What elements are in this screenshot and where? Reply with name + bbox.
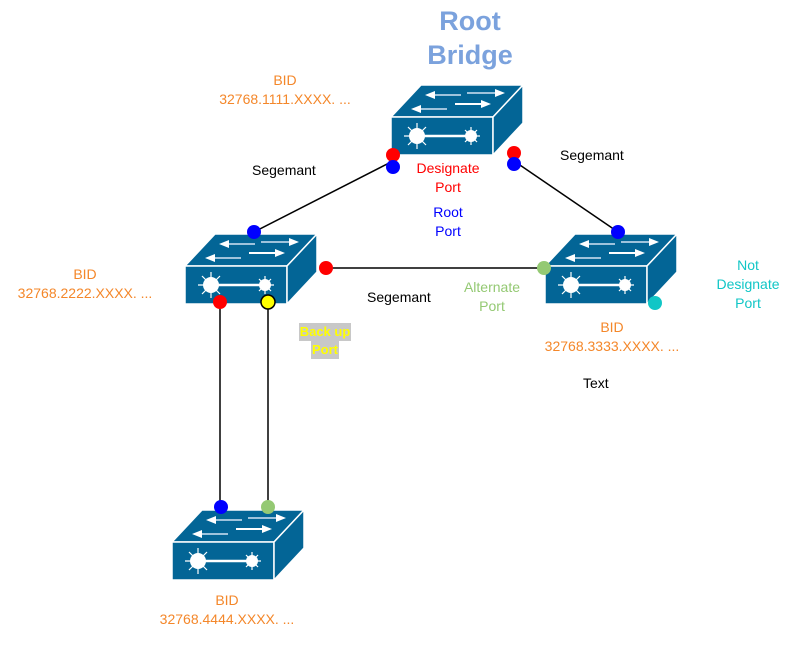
bid-value: 32768.2222.XXXX. ... [17, 285, 153, 301]
alternate-port-label: Alternate Port [452, 278, 532, 316]
designate-port-label: Designate Port [408, 159, 488, 197]
not-designate-line-1: Not [737, 257, 759, 273]
switch-3[interactable] [543, 232, 679, 306]
segment-label-middle: Segemant [367, 289, 431, 305]
not-designate-port-label: Not Designate Port [708, 256, 788, 313]
switch-root-bridge[interactable] [389, 83, 525, 157]
bid-value: 32768.1111.XXXX. ... [219, 91, 351, 107]
port-not-designated-sw3[interactable] [648, 296, 662, 310]
alternate-line-2: Port [479, 298, 505, 314]
port-root-sw4[interactable] [214, 500, 228, 514]
port-designated-sw2-right[interactable] [319, 261, 333, 275]
root-port-line-1: Root [433, 204, 463, 220]
backup-port-label: Back up Port [287, 323, 363, 359]
bid-label: BID [73, 266, 97, 282]
designate-line-2: Port [435, 179, 461, 195]
title-line-1: Root [439, 6, 501, 36]
bid-sw4: BID 32768.4444.XXXX. ... [142, 591, 312, 629]
port-designated-root-left[interactable] [386, 148, 400, 162]
bid-sw3: BID 32768.3333.XXXX. ... [527, 318, 697, 356]
text-placeholder: Text [583, 375, 609, 391]
bid-value: 32768.4444.XXXX. ... [159, 611, 295, 627]
switch-2[interactable] [183, 232, 319, 306]
alternate-line-1: Alternate [463, 279, 521, 295]
switch-4[interactable] [170, 508, 306, 582]
backup-line-2: Port [311, 341, 339, 359]
title-line-2: Bridge [427, 40, 513, 70]
link-root-sw3 [513, 160, 619, 233]
port-alternate-sw4[interactable] [261, 500, 275, 514]
root-port-line-2: Port [435, 223, 461, 239]
backup-line-1: Back up [298, 323, 352, 341]
port-alternate-sw3[interactable] [537, 261, 551, 275]
bid-sw2: BID 32768.2222.XXXX. ... [0, 265, 170, 303]
port-root-sw3[interactable] [611, 225, 625, 239]
bid-root: BID 32768.1111.XXXX. ... [200, 71, 370, 109]
port-backup-sw2[interactable] [260, 294, 276, 310]
bid-value: 32768.3333.XXXX. ... [544, 338, 680, 354]
segment-label-right: Segemant [560, 147, 624, 163]
bid-label: BID [215, 592, 239, 608]
bid-label: BID [600, 319, 624, 335]
root-bridge-title: Root Bridge [410, 4, 530, 72]
not-designate-line-3: Port [735, 295, 761, 311]
bid-label: BID [273, 72, 297, 88]
segment-label-left: Segemant [252, 162, 316, 178]
designate-line-1: Designate [416, 160, 480, 176]
port-root-root-left[interactable] [386, 160, 400, 174]
port-root-root-right[interactable] [507, 157, 521, 171]
port-root-sw2[interactable] [247, 225, 261, 239]
port-designated-root-right[interactable] [507, 146, 521, 160]
port-designated-sw2-bottom[interactable] [213, 295, 227, 309]
link-root-sw2 [253, 160, 394, 233]
not-designate-line-2: Designate [716, 276, 780, 292]
root-port-label: Root Port [418, 203, 478, 241]
